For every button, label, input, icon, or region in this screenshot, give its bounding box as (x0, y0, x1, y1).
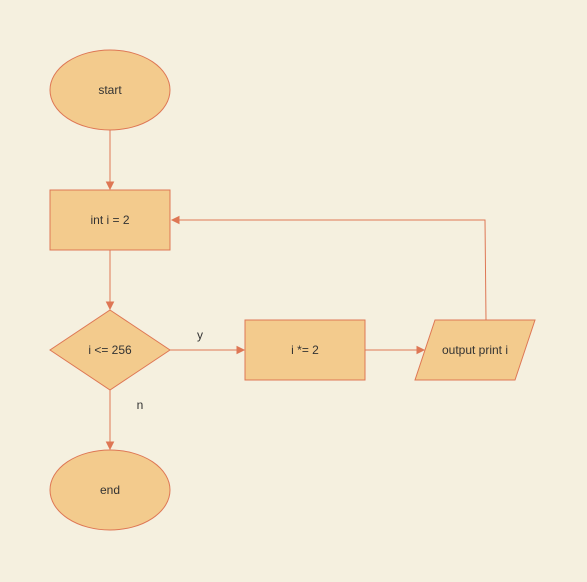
terminator-shape (49, 449, 171, 531)
edge-start-to-init (105, 130, 115, 191)
node-label: int i = 2 (90, 213, 129, 227)
node-start[interactable]: start (49, 49, 171, 131)
arrowhead (105, 301, 115, 311)
process-shape (244, 319, 366, 381)
arrowhead (416, 345, 426, 355)
arrowhead (105, 181, 115, 191)
node-double[interactable]: i *= 2 (244, 319, 366, 381)
io-shape (414, 319, 536, 381)
edge-condition-to-end: n (105, 390, 144, 451)
arrowhead (105, 441, 115, 451)
node-output[interactable]: output print i (414, 319, 536, 381)
decision-shape (49, 309, 171, 391)
node-condition[interactable]: i <= 256 (49, 309, 171, 391)
node-label: output print i (442, 343, 508, 357)
edge-condition-to-double: y (170, 328, 246, 355)
node-end[interactable]: end (49, 449, 171, 531)
edge-output-loop-to-init (170, 215, 487, 321)
arrowhead (170, 215, 180, 225)
edge-label-yes: y (197, 328, 203, 342)
node-label: start (98, 83, 122, 97)
node-label: i *= 2 (291, 343, 319, 357)
node-init[interactable]: int i = 2 (49, 189, 171, 251)
node-label: i <= 256 (88, 343, 132, 357)
process-shape (49, 189, 171, 251)
edge-label-no: n (137, 398, 144, 412)
terminator-shape (49, 49, 171, 131)
edge-double-to-output (365, 345, 426, 355)
arrowhead (236, 345, 246, 355)
edge-init-to-condition (105, 250, 115, 311)
node-label: end (100, 483, 120, 497)
